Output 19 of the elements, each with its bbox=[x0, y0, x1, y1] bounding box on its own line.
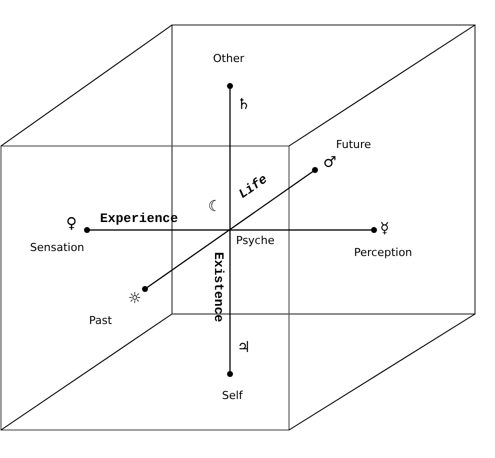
axis-label: Life bbox=[236, 172, 270, 201]
planet-symbol: ♃ bbox=[237, 340, 250, 355]
axis-line bbox=[142, 167, 318, 292]
planet-symbol: ♂ bbox=[323, 155, 336, 170]
axis-line bbox=[84, 227, 377, 233]
axis-end-label: Future bbox=[336, 138, 372, 151]
axis-end-label: Perception bbox=[354, 246, 412, 259]
axis-end-label: Past bbox=[89, 314, 112, 327]
moon-symbol: ☾ bbox=[208, 199, 221, 214]
axis-label: Existence bbox=[212, 252, 225, 322]
axis-end-label: Other bbox=[213, 52, 244, 65]
planet-symbol: ♄ bbox=[237, 97, 250, 112]
planet-symbol: ♀ bbox=[66, 216, 77, 231]
center-label: Psyche bbox=[236, 235, 274, 246]
axis-end-label: Sensation bbox=[30, 241, 84, 254]
planet-symbol: ☼ bbox=[128, 291, 142, 306]
axis-line bbox=[227, 83, 233, 377]
axis-end-label: Self bbox=[222, 389, 243, 402]
planet-symbol: ☿ bbox=[380, 221, 390, 236]
